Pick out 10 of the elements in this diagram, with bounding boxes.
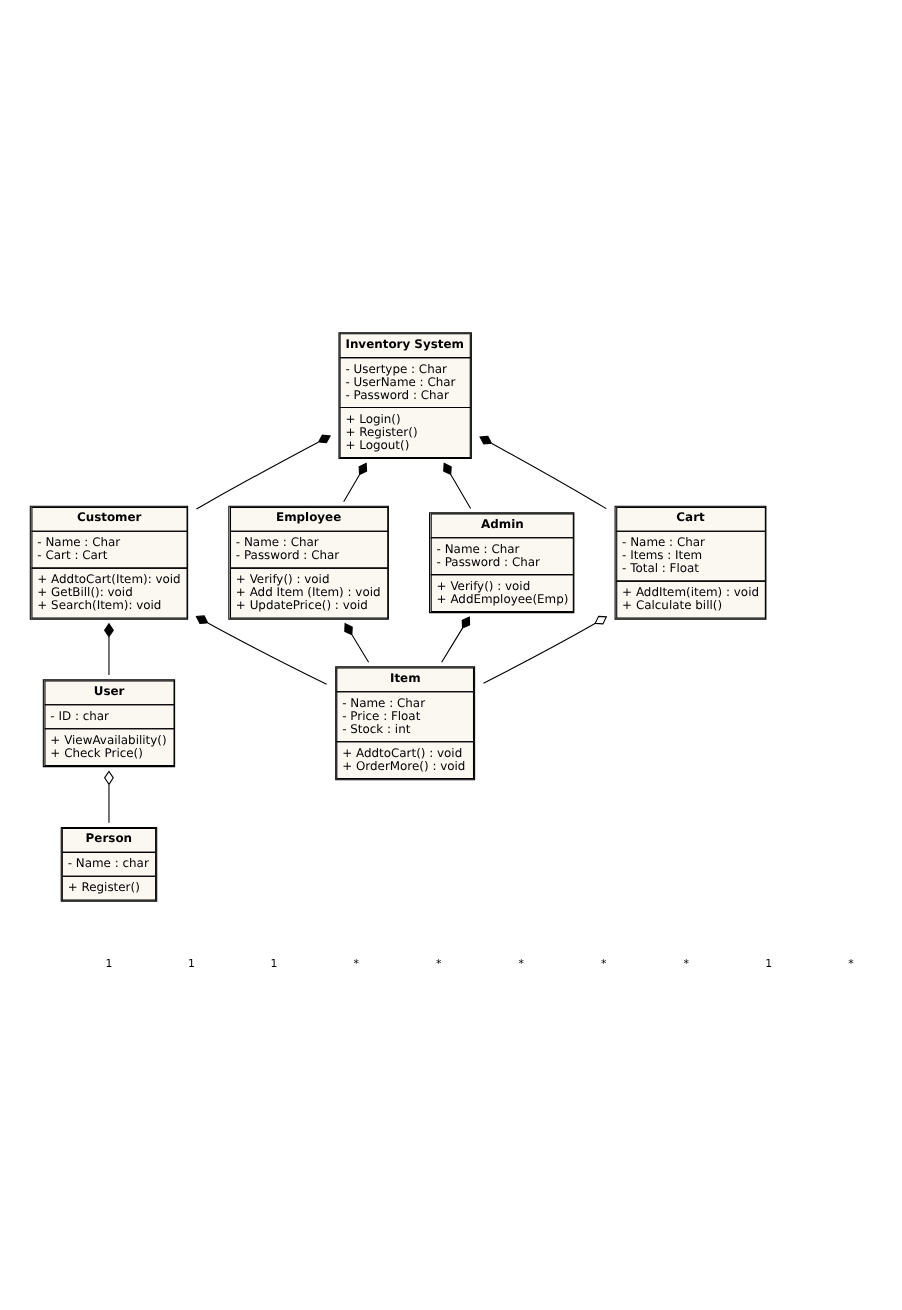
connector bbox=[344, 621, 370, 662]
connector bbox=[343, 461, 368, 502]
connector bbox=[479, 434, 607, 509]
connector bbox=[103, 621, 114, 675]
connector bbox=[195, 614, 328, 684]
connector bbox=[103, 769, 114, 823]
connector bbox=[195, 433, 331, 509]
connector bbox=[441, 615, 471, 662]
connector bbox=[443, 461, 472, 508]
connector bbox=[482, 614, 608, 683]
